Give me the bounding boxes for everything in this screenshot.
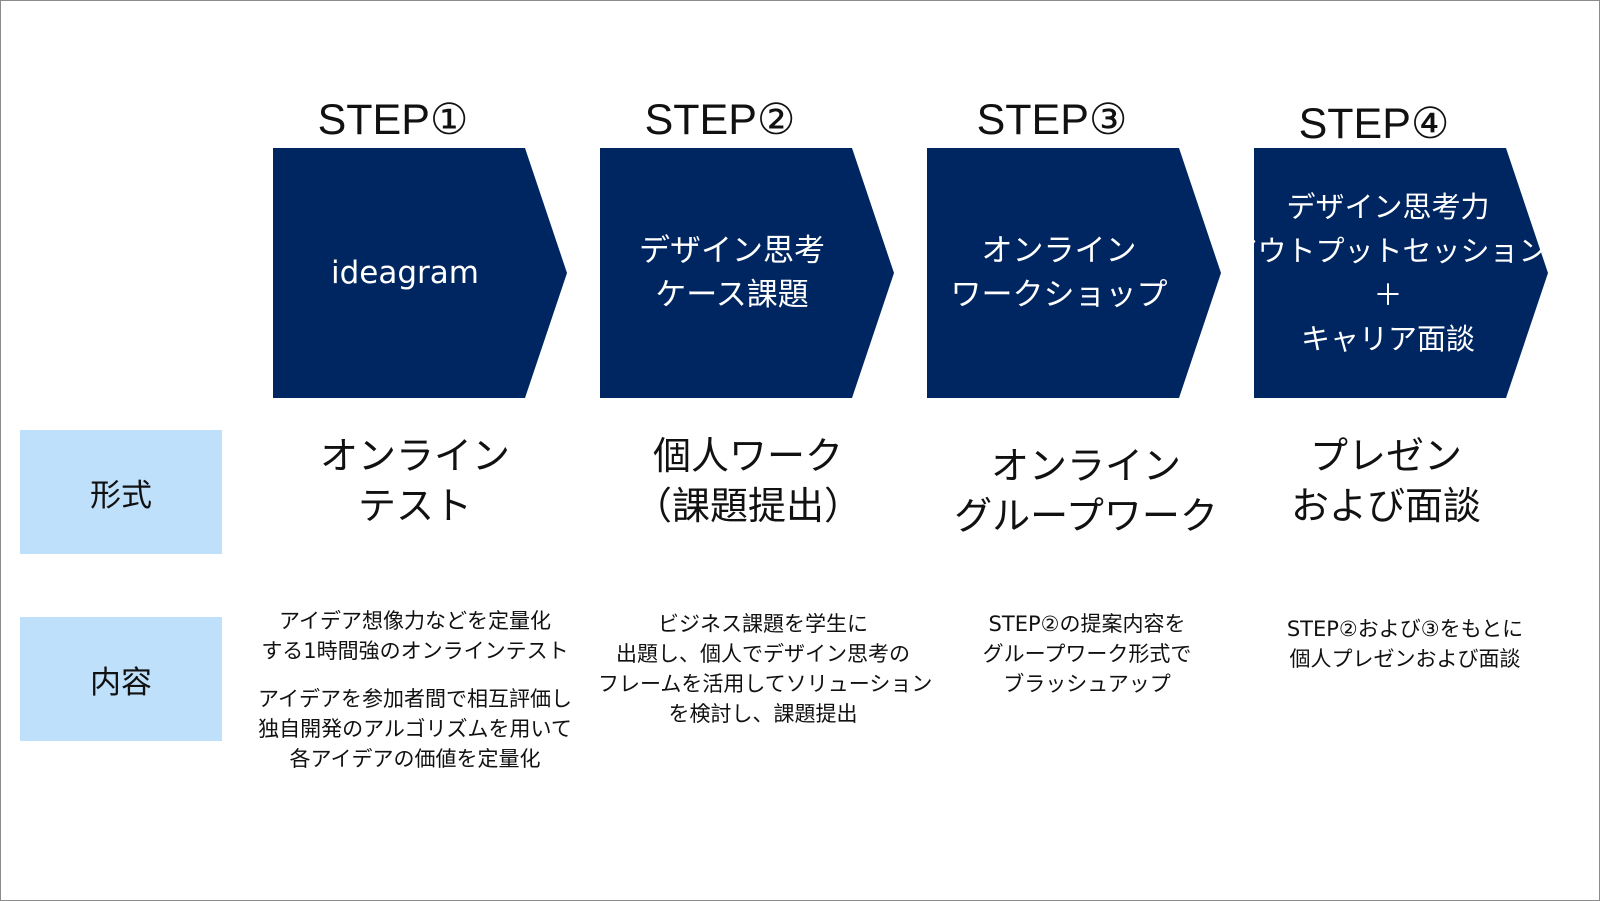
step-2-chevron: デザイン思考 ケース課題 xyxy=(600,148,894,398)
format-line: グループワーク xyxy=(954,494,1218,538)
content-paragraph: アイデア想像力などを定量化 する1時間強のオンラインテスト xyxy=(250,606,580,666)
step-2-chevron-line: ケース課題 xyxy=(655,277,809,313)
step-1-chevron-line: ideagram xyxy=(331,255,479,291)
step-3-chevron-text: オンライン ワークショップ xyxy=(927,148,1191,398)
format-line: オンライン xyxy=(990,444,1181,488)
format-line: 個人ワーク xyxy=(652,434,843,478)
format-row-label: 形式 xyxy=(20,430,222,554)
content-row-label: 内容 xyxy=(20,617,222,741)
step-4-chevron-line: キャリア面談 xyxy=(1300,322,1475,356)
chevron-shape xyxy=(927,148,1221,398)
step-4-format: プレゼン および面談 xyxy=(1236,431,1536,531)
content-line: する1時間強のオンラインテスト xyxy=(261,639,569,663)
content-line: 個人プレゼンおよび面談 xyxy=(1289,647,1521,671)
content-line: アイデア想像力などを定量化 xyxy=(279,609,551,633)
content-line: ビジネス課題を学生に xyxy=(658,612,868,636)
step-1-content: アイデア想像力などを定量化 する1時間強のオンラインテスト アイデアを参加者間で… xyxy=(250,606,580,774)
chevron-shape xyxy=(600,148,894,398)
content-paragraph: STEP②の提案内容を グループワーク形式で ブラッシュアップ xyxy=(922,609,1252,699)
step-3-format: オンライン グループワーク xyxy=(936,441,1236,541)
step-4-chevron: デザイン思考力 アウトプットセッション ＋ キャリア面談 xyxy=(1229,148,1548,398)
content-line: STEP②の提案内容を xyxy=(988,612,1186,636)
content-line: 独自開発のアルゴリズムを用いて xyxy=(258,717,572,741)
step-2-chevron-line: デザイン思考 xyxy=(639,233,825,269)
format-line: テスト xyxy=(357,484,472,528)
step-3-label: STEP③ xyxy=(976,96,1128,144)
format-line: オンライン xyxy=(319,434,510,478)
content-line: ブラッシュアップ xyxy=(1003,672,1171,696)
chevron-shape xyxy=(273,148,567,398)
content-line: STEP②および③をもとに xyxy=(1286,617,1524,641)
step-1-chevron-text: ideagram xyxy=(273,148,537,398)
step-4-content: STEP②および③をもとに 個人プレゼンおよび面談 xyxy=(1240,614,1570,674)
content-line: アイデアを参加者間で相互評価し xyxy=(258,687,572,711)
step-3-content: STEP②の提案内容を グループワーク形式で ブラッシュアップ xyxy=(922,609,1252,699)
step-3-chevron-line: ワークショップ xyxy=(950,277,1168,313)
step-4-chevron-line: ＋ xyxy=(1373,278,1403,312)
step-4-chevron-text: デザイン思考力 アウトプットセッション ＋ キャリア面談 xyxy=(1229,148,1548,398)
step-1-label: STEP① xyxy=(317,96,469,144)
format-line: プレゼン xyxy=(1309,434,1462,478)
content-paragraph: アイデアを参加者間で相互評価し 独自開発のアルゴリズムを用いて 各アイデアの価値… xyxy=(250,684,580,774)
content-line: 各アイデアの価値を定量化 xyxy=(289,747,541,771)
content-paragraph: ビジネス課題を学生に 出題し、個人でデザイン思考の フレームを活用してソリューシ… xyxy=(598,609,933,729)
step-4-chevron-line: アウトプットセッション xyxy=(1228,234,1548,268)
step-2-format: 個人ワーク （課題提出） xyxy=(598,431,898,531)
step-2-content: ビジネス課題を学生に 出題し、個人でデザイン思考の フレームを活用してソリューシ… xyxy=(598,609,933,729)
step-3-chevron: オンライン ワークショップ xyxy=(927,148,1221,398)
content-line: フレームを活用してソリューション xyxy=(598,672,933,696)
content-line: 出題し、個人でデザイン思考の xyxy=(616,642,910,666)
step-4-label: STEP④ xyxy=(1298,100,1450,148)
content-line: グループワーク形式で xyxy=(982,642,1192,666)
step-1-format: オンライン テスト xyxy=(265,431,565,531)
step-4-chevron-line: デザイン思考力 xyxy=(1286,190,1490,224)
content-line: を検討し、課題提出 xyxy=(668,702,858,726)
paragraph-gap xyxy=(250,666,580,684)
step-2-label: STEP② xyxy=(644,96,796,144)
step-2-chevron-text: デザイン思考 ケース課題 xyxy=(600,148,864,398)
chevron-shape xyxy=(1254,148,1548,398)
content-paragraph: STEP②および③をもとに 個人プレゼンおよび面談 xyxy=(1240,614,1570,674)
format-line: および面談 xyxy=(1290,484,1481,528)
step-1-chevron: ideagram xyxy=(273,148,567,398)
format-line: （課題提出） xyxy=(633,484,862,528)
step-3-chevron-line: オンライン xyxy=(981,233,1137,269)
